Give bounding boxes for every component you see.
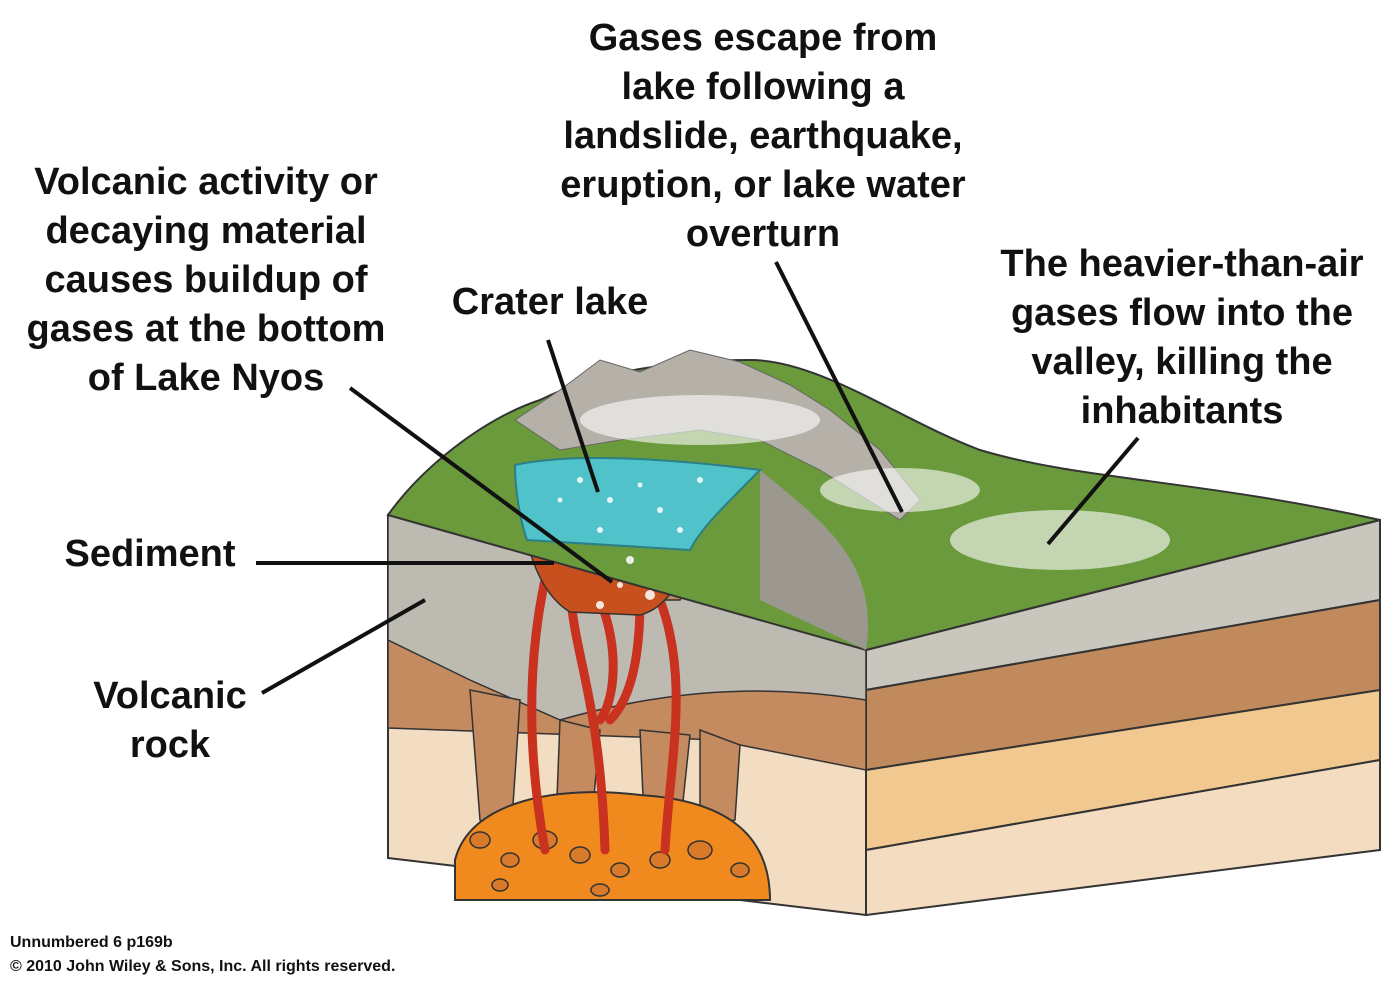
magma-chamber	[454, 791, 772, 901]
leader-lines	[256, 261, 1140, 695]
volcanic-rock-label: Volcanic rock	[93, 675, 247, 766]
volcanic-activity-label: Volcanic activity or decaying material c…	[26, 161, 386, 399]
magma-conduits	[527, 575, 681, 855]
chamber-rocks	[469, 830, 750, 897]
heavier-gases-label: The heavier-than-air gases flow into the…	[1000, 243, 1364, 432]
figure-id: Unnumbered 6 p169b	[10, 934, 173, 951]
valley	[760, 470, 869, 650]
gas-cloud	[580, 395, 1170, 570]
right-face	[865, 518, 1381, 917]
gases-escape-label: Gases escape from lake following a lands…	[560, 17, 966, 255]
sediment-label: Sediment	[64, 533, 236, 575]
gas-bubbles	[557, 477, 703, 609]
copyright-notice: © 2010 John Wiley & Sons, Inc. All right…	[10, 958, 396, 975]
crater-lake-label: Crater lake	[451, 281, 649, 323]
